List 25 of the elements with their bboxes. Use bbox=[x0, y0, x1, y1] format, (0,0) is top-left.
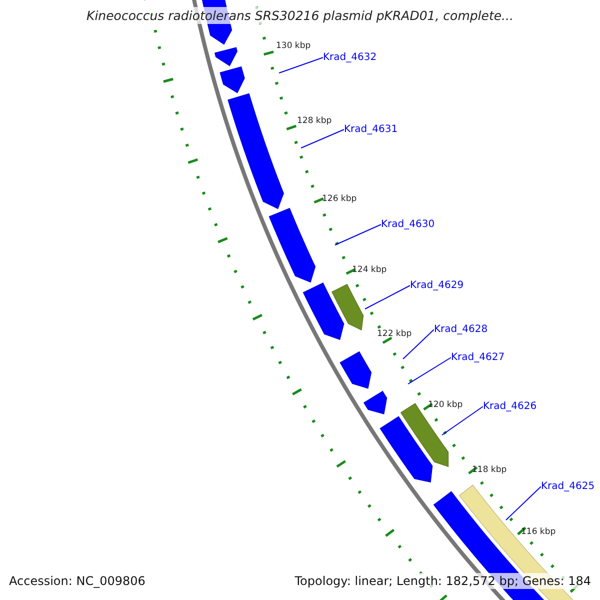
leader-line bbox=[334, 224, 382, 246]
leader-line bbox=[408, 357, 452, 384]
scale-label: 130 kbp bbox=[276, 41, 311, 51]
leader-line bbox=[402, 329, 434, 360]
gene-label: Krad_4629 bbox=[410, 279, 464, 292]
leader-line bbox=[278, 57, 324, 74]
scale-label: 122 kbp bbox=[377, 329, 412, 339]
accession-text: Accession: NC_009806 bbox=[7, 573, 148, 589]
gene-label: Krad_4625 bbox=[541, 480, 595, 493]
leader-line bbox=[300, 129, 344, 148]
scale-label: 126 kbp bbox=[322, 194, 357, 204]
gene-label: Krad_4626 bbox=[483, 400, 537, 413]
leader-line bbox=[442, 406, 484, 436]
leader-line bbox=[506, 486, 542, 520]
scale-label: 116 kbp bbox=[521, 527, 556, 537]
scale-label: 128 kbp bbox=[297, 116, 332, 126]
scale-label: 124 kbp bbox=[352, 265, 387, 275]
gene-label: Krad_4627 bbox=[451, 351, 505, 364]
gene-label: Krad_4631 bbox=[344, 123, 398, 136]
gene-label: Krad_4628 bbox=[434, 323, 488, 336]
scale-label: 118 kbp bbox=[472, 465, 507, 475]
gene-label: Krad_4632 bbox=[323, 51, 377, 64]
gene-label: Krad_4630 bbox=[381, 218, 435, 231]
leader-line bbox=[364, 285, 410, 310]
summary-text: Topology: linear; Length: 182,572 bp; Genes: 184 bbox=[292, 573, 593, 589]
